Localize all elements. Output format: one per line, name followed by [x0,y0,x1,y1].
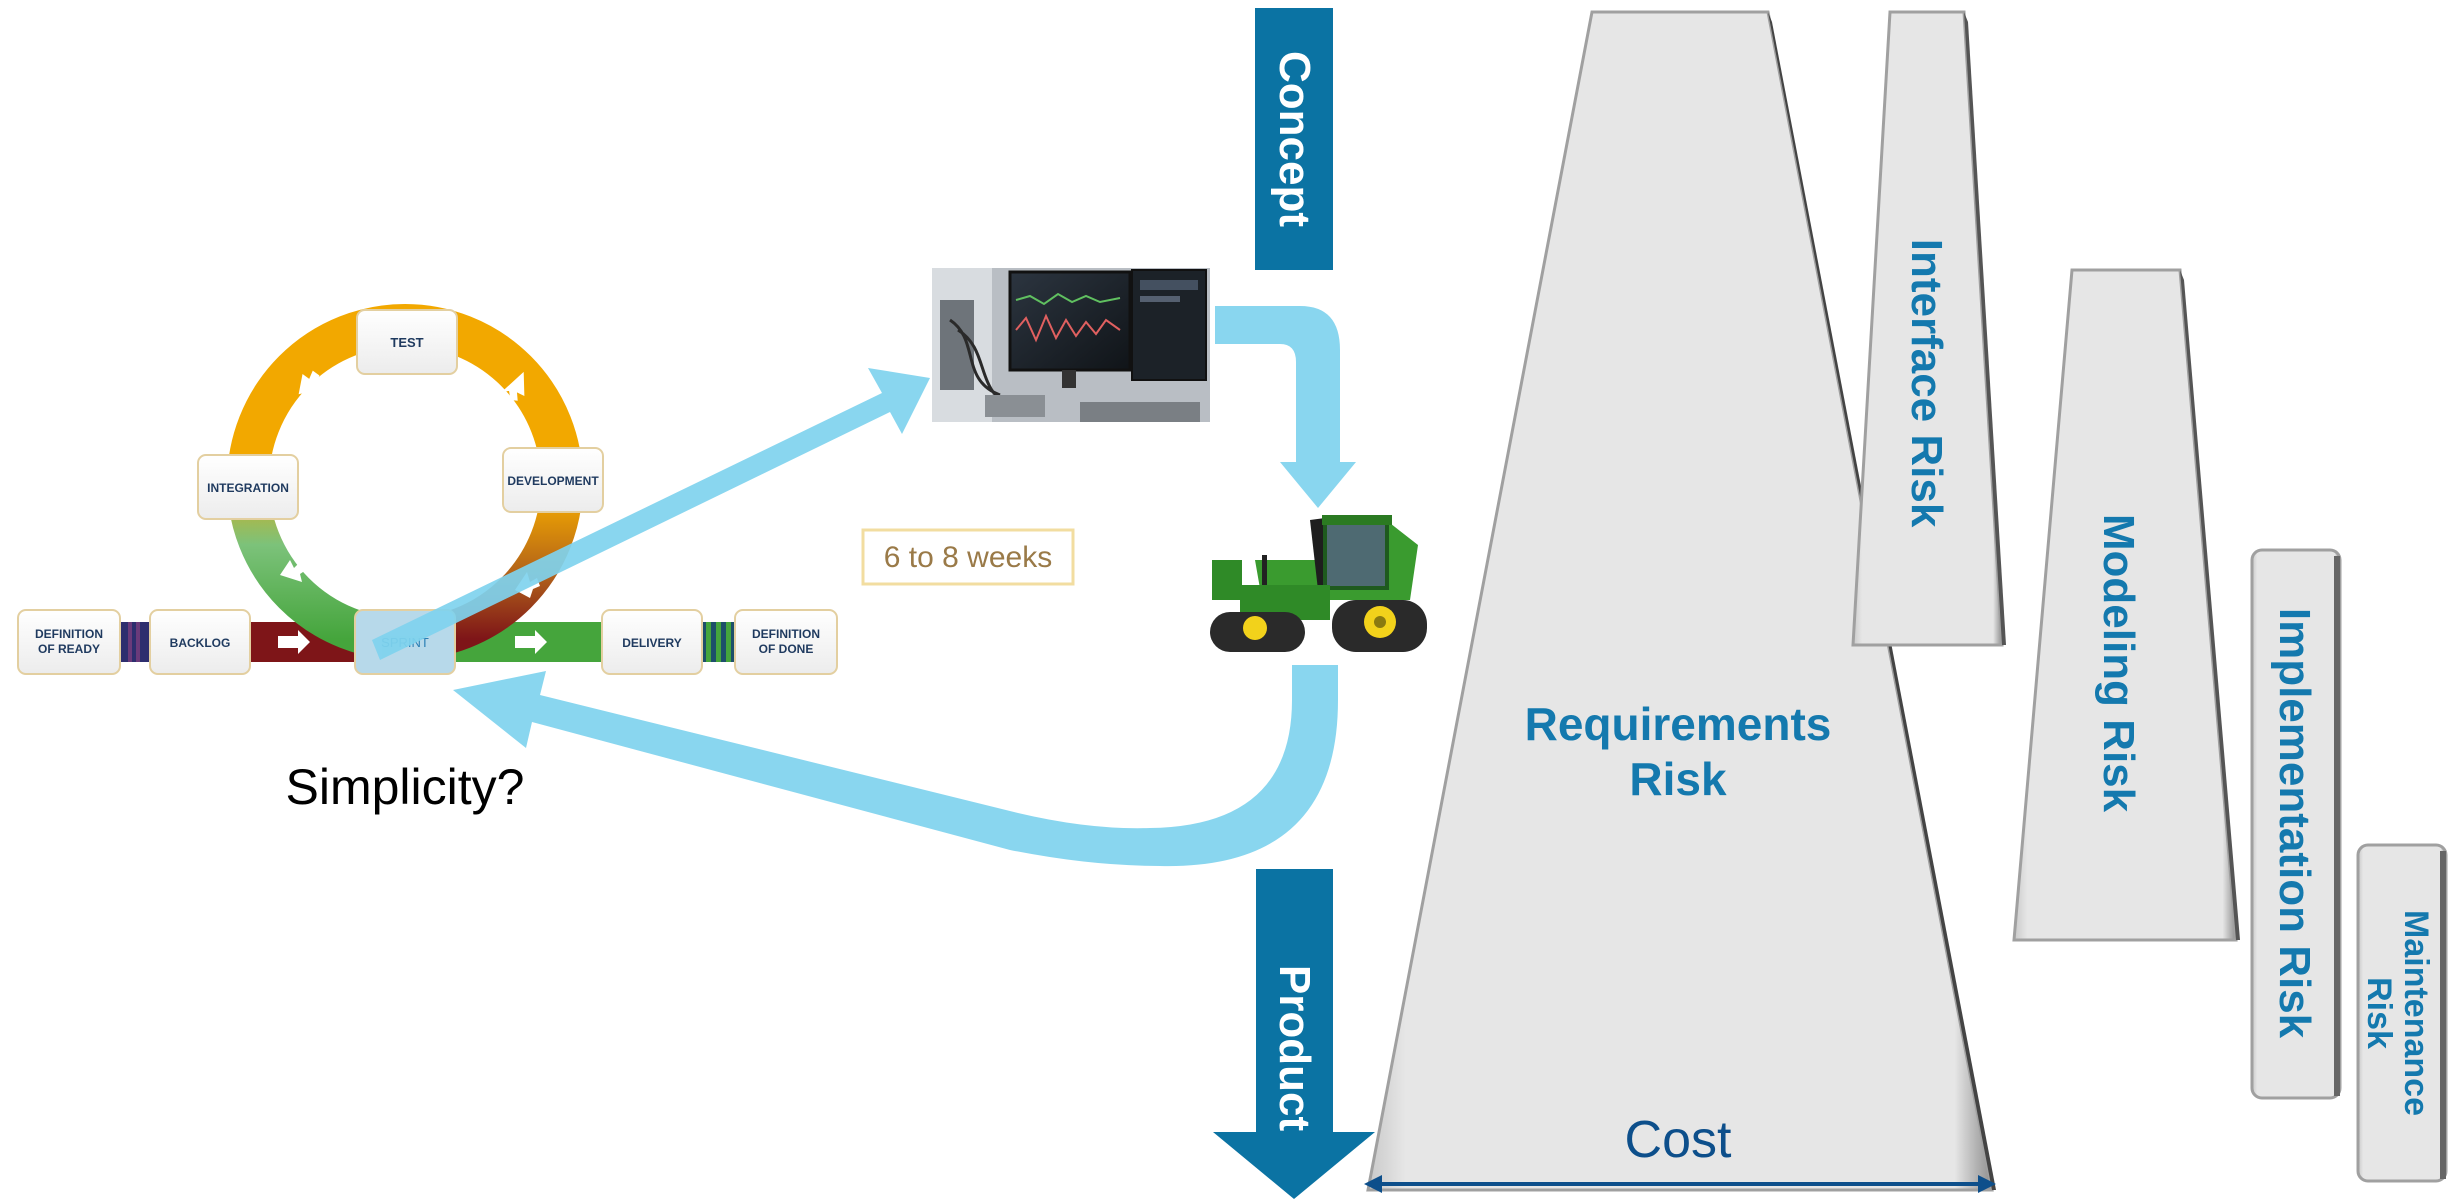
interface-risk-shape [1851,10,2006,647]
interface-risk-label: Interface Risk [1902,239,1951,528]
cost-label: Cost [1625,1111,1732,1169]
product-arrow [1213,869,1375,1199]
tag-development-label: DEVELOPMENT [507,474,599,488]
maintenance-risk-line2: Risk [2360,977,2398,1049]
implementation-risk-shape [2250,548,2342,1100]
tag-test-label: TEST [390,335,423,350]
simplicity-label: Simplicity? [286,759,525,815]
tractor-photo-icon [1210,515,1427,652]
hardware-in-the-loop-photo-icon [932,268,1210,422]
tag-definition-of-done-line1: DEFINITION [752,627,820,641]
tag-delivery-label: DELIVERY [622,636,682,650]
product-label: Product [1270,965,1319,1132]
maintenance-risk-line1: Maintenance [2397,910,2435,1116]
iteration-duration-box: 6 to 8 weeks [861,528,1075,586]
cost-arrowhead-left [1364,1175,1382,1193]
tag-definition-of-ready-line1: DEFINITION [35,627,103,641]
tag-backlog: BACKLOG [149,609,251,675]
modeling-risk-shape [2012,268,2240,942]
implementation-risk-label: Implementation Risk [2270,608,2319,1039]
modeling-risk-label: Modeling Risk [2094,514,2143,813]
tag-delivery: DELIVERY [601,609,703,675]
concept-label: Concept [1270,51,1319,227]
iteration-duration-label: 6 to 8 weeks [884,541,1052,574]
tag-integration: INTEGRATION [197,454,299,520]
arrow-bench-to-tractor [1215,306,1356,508]
loop-connector-left [120,622,150,662]
requirements-risk-line2: Risk [1629,753,1727,805]
tag-development: DEVELOPMENT [502,447,604,513]
concept-bar [1255,8,1333,270]
loop-arrows [278,370,547,654]
tag-definition-of-done-line2: OF DONE [759,642,814,656]
arrow-sprint-to-bench [372,368,930,660]
cost-arrowhead-right [1978,1175,1996,1193]
tag-definition-of-ready: DEFINITION OF READY [17,609,121,675]
maintenance-risk-shape [2356,843,2448,1183]
tag-definition-of-done: DEFINITION OF DONE [734,609,838,675]
tag-integration-label: INTEGRATION [207,481,289,495]
tag-backlog-label: BACKLOG [170,636,231,650]
flow-arrows [372,306,1356,867]
tag-definition-of-ready-line2: OF READY [38,642,100,656]
arrow-tractor-to-sprint [453,665,1338,867]
requirements-risk-line1: Requirements [1525,698,1832,750]
tag-test: TEST [356,309,458,375]
